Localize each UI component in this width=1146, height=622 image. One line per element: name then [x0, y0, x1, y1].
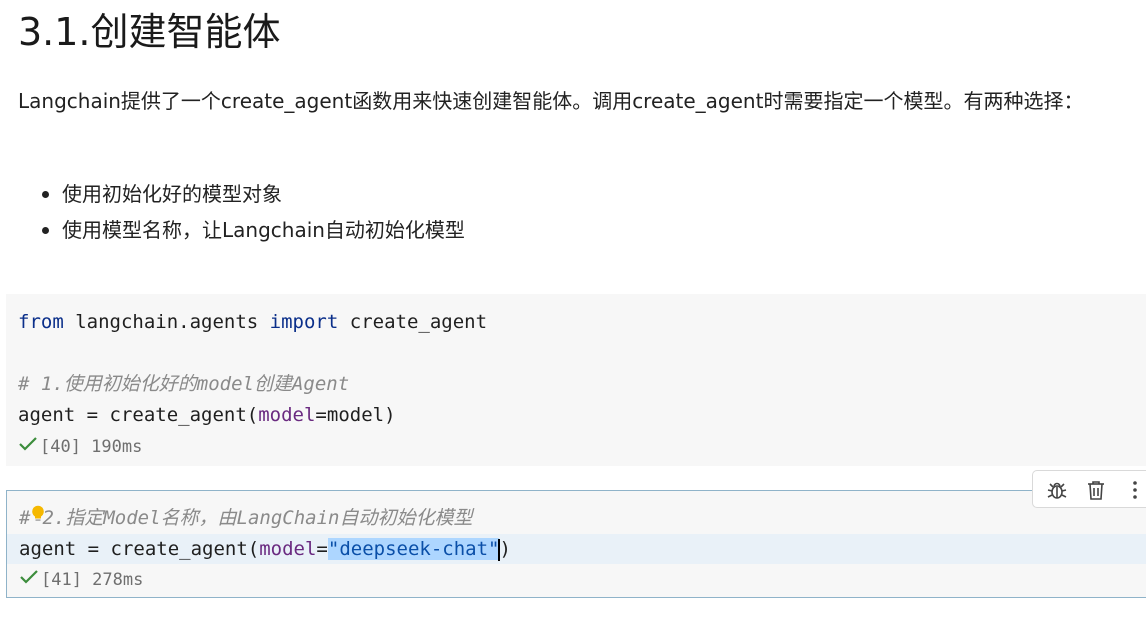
call-prefix: agent = create_agent(	[19, 538, 260, 560]
checkmark-icon	[19, 568, 41, 592]
cell-run-status: [41] 278ms	[19, 568, 143, 592]
cell-toolbar	[1032, 470, 1146, 508]
keyword-from: from	[18, 311, 64, 333]
checkmark-icon	[18, 435, 40, 459]
active-line-highlight	[7, 534, 1146, 564]
code-comment[interactable]: #2.指定Model名称，由LangChain自动初始化模型	[19, 503, 472, 533]
call-suffix: )	[499, 538, 511, 560]
param-value: model	[326, 404, 385, 426]
code-cell-2[interactable]: #2.指定Model名称，由LangChain自动初始化模型 agent = c…	[6, 490, 1146, 598]
option-list: 使用初始化好的模型对象 使用模型名称，让Langchain自动初始化模型	[18, 176, 465, 248]
text-cursor	[498, 538, 501, 561]
comment-text: 2.指定Model名称，由LangChain自动初始化模型	[42, 507, 473, 529]
more-vertical-icon[interactable]	[1123, 478, 1146, 502]
comment-hash: #	[19, 507, 31, 529]
code-line-call[interactable]: agent = create_agent(model="deepseek-cha…	[19, 534, 511, 564]
execution-info: [41] 278ms	[41, 570, 144, 590]
list-item: 使用初始化好的模型对象	[18, 176, 465, 212]
selected-string-literal[interactable]: "deepseek-chat"	[327, 538, 500, 560]
code-comment[interactable]: # 1.使用初始化好的model创建Agent	[18, 373, 350, 395]
keyword-import: import	[269, 311, 339, 333]
intro-paragraph: Langchain提供了一个create_agent函数用来快速创建智能体。调用…	[18, 89, 1084, 113]
bug-icon[interactable]	[1045, 478, 1069, 502]
execution-info: [40] 190ms	[40, 437, 143, 457]
param-name: model	[259, 538, 317, 560]
section-heading: 3.1.创建智能体	[18, 10, 281, 54]
lightbulb-icon[interactable]	[31, 505, 45, 527]
list-item: 使用模型名称，让Langchain自动初始化模型	[18, 212, 465, 248]
call-suffix: )	[384, 404, 396, 426]
equals: =	[315, 404, 327, 426]
trash-icon[interactable]	[1084, 478, 1108, 502]
cell-run-status: [40] 190ms	[18, 435, 142, 459]
import-name: create_agent	[338, 311, 488, 333]
code-cell-1[interactable]: from langchain.agents import create_agen…	[6, 294, 1146, 466]
call-prefix: agent = create_agent(	[18, 404, 259, 426]
code-line-import[interactable]: from langchain.agents import create_agen…	[18, 307, 487, 337]
equals: =	[316, 538, 328, 560]
module-name: langchain.agents	[63, 311, 270, 333]
code-line-call[interactable]: agent = create_agent(model=model)	[18, 400, 396, 430]
param-name: model	[258, 404, 316, 426]
